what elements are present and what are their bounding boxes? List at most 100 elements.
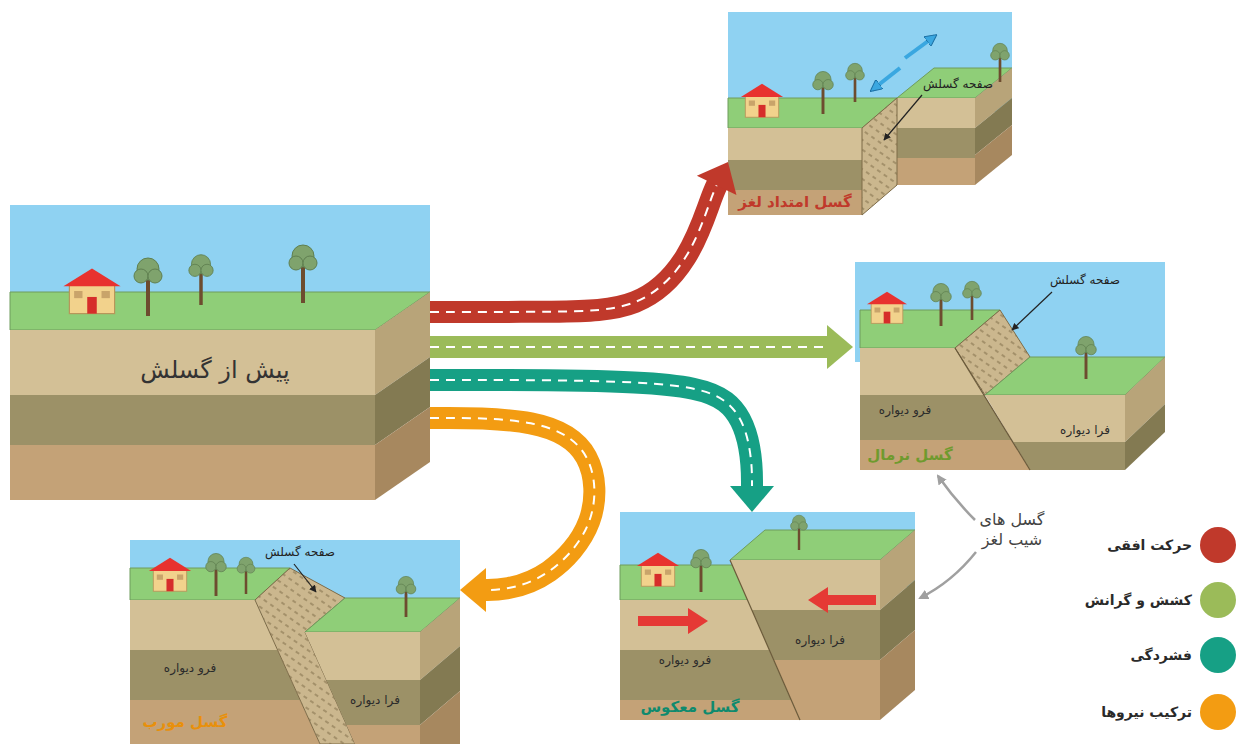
arrow-dash — [430, 346, 829, 348]
tree — [1076, 336, 1097, 379]
stratum — [897, 158, 975, 185]
flow-arrow — [430, 325, 853, 369]
arrow-ribbon — [430, 418, 594, 590]
legend-item: ترکیب نیروها — [1101, 694, 1236, 730]
fault-block: پیش از گسلش — [10, 205, 430, 500]
fault-line — [730, 560, 800, 720]
leader-line — [884, 95, 922, 140]
stratum — [730, 610, 880, 660]
arrow-dash — [430, 184, 718, 312]
fault-name: گسل معکوس — [640, 698, 739, 716]
block-strike-slip — [728, 12, 1012, 215]
wall-label: فرو دیواره — [164, 661, 216, 675]
tree — [846, 63, 865, 102]
legend-swatch — [1200, 527, 1236, 563]
arrow-dash — [430, 418, 594, 590]
fault-plane-label: صفحه گسلش — [1050, 273, 1120, 287]
fault-plane-label: صفحه گسلش — [923, 77, 993, 91]
arrow-head — [460, 568, 486, 612]
stratum — [728, 128, 862, 160]
arrow-ribbon — [430, 184, 718, 312]
fault-block: صفحه گسلشگسل امتداد لغز — [728, 12, 1012, 215]
legend-text: حرکت افقی — [1107, 537, 1192, 553]
stratum — [305, 725, 420, 744]
stratum-side — [1125, 404, 1165, 470]
tree — [791, 515, 808, 550]
compression-arrow — [808, 587, 876, 613]
fault-block: صفحه گسلش فرو دیواره فرا دیواره گسل نرمال — [855, 262, 1165, 470]
stratum — [305, 632, 420, 680]
fault-plane — [862, 98, 897, 215]
tree — [931, 283, 952, 326]
house — [741, 84, 783, 117]
fault-block: فرا دیواره فرو دیواره گسل معکوس — [620, 512, 915, 720]
arrow-head — [827, 325, 853, 369]
stratum — [730, 660, 880, 720]
tree — [813, 71, 834, 114]
house — [867, 292, 907, 324]
stratum — [130, 700, 320, 744]
arrow-head — [730, 486, 774, 512]
stratum — [985, 395, 1125, 442]
fault-block: صفحه گسلشفرو دیوارهفرا دیوارهگسل مورب — [130, 540, 460, 744]
wall-label: فرو دیواره — [879, 403, 931, 417]
wall-label: فرا دیواره — [795, 633, 845, 647]
tree — [237, 557, 255, 594]
tree — [396, 576, 416, 617]
house — [63, 268, 120, 313]
leader-line — [1012, 292, 1052, 330]
wall-label: فرو دیواره — [659, 653, 711, 667]
stratum — [728, 160, 862, 190]
motion-arrow — [872, 68, 900, 90]
group-label: گسل های شیب لغز — [970, 510, 1054, 550]
wall-label: فرا دیواره — [1060, 423, 1110, 437]
legend-item: فشردگی — [1130, 637, 1236, 673]
legend-text: فشردگی — [1130, 647, 1192, 663]
compression-arrow — [638, 608, 708, 634]
legend-text: کشش و گرانش — [1085, 592, 1192, 608]
legend-item: کشش و گرانش — [1085, 582, 1236, 618]
stratum — [985, 442, 1125, 470]
block-title: پیش از گسلش — [140, 356, 289, 385]
stratum-side — [880, 630, 915, 720]
block-normal — [855, 262, 1165, 470]
stratum — [860, 440, 1030, 470]
house — [149, 558, 191, 591]
stratum — [897, 128, 975, 158]
wall-label: فرا دیواره — [350, 693, 400, 707]
stratum — [10, 330, 375, 395]
fault-name: گسل نرمال — [867, 446, 953, 464]
arrow-ribbon — [430, 336, 829, 358]
stratum — [10, 395, 375, 445]
flow-arrow — [430, 418, 594, 612]
leader-line — [294, 564, 316, 592]
tree — [189, 255, 213, 305]
tree — [691, 549, 712, 592]
arrow-head — [697, 162, 737, 195]
tree — [963, 281, 982, 320]
fault-line — [955, 348, 1030, 470]
block-reverse — [620, 512, 915, 720]
stratum — [728, 190, 862, 215]
stratum — [305, 680, 420, 725]
stratum — [10, 445, 375, 500]
house — [637, 553, 679, 586]
motion-arrow — [905, 36, 935, 58]
fault-name: گسل مورب — [143, 713, 228, 731]
pointer-arrow — [920, 552, 976, 598]
stratum-side — [975, 125, 1012, 185]
pointer-arrow — [938, 476, 975, 520]
tree — [991, 43, 1010, 82]
block-before — [10, 205, 430, 500]
legend-swatch — [1200, 694, 1236, 730]
stratum — [897, 98, 975, 128]
legend-swatch — [1200, 582, 1236, 618]
stratum-side — [420, 691, 460, 744]
tree — [206, 553, 227, 596]
legend-text: ترکیب نیروها — [1101, 704, 1192, 720]
stratum-side — [375, 407, 430, 500]
tree — [134, 258, 162, 316]
legend-swatch — [1200, 637, 1236, 673]
tree — [289, 245, 317, 303]
flow-arrow — [430, 162, 736, 312]
